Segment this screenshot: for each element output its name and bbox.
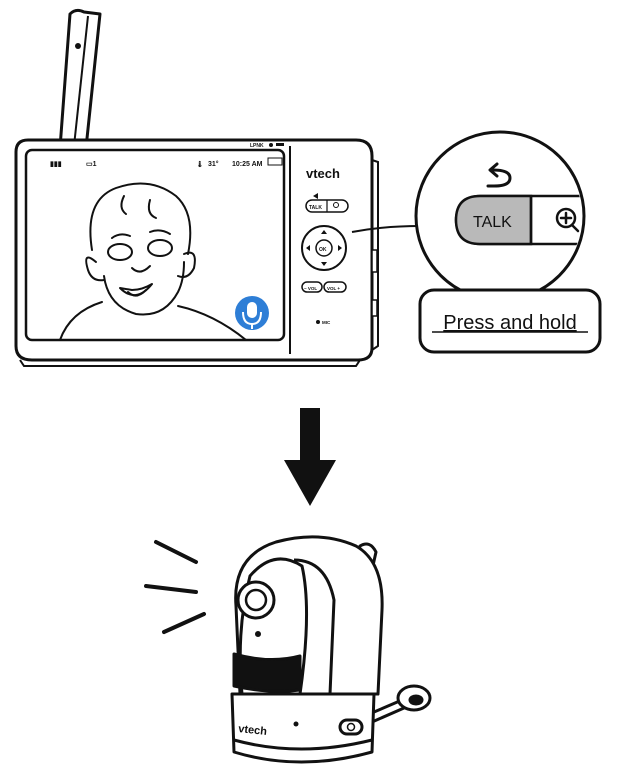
vol-plus-label: VOL + (327, 286, 340, 291)
vol-minus-label: − VOL (304, 286, 317, 291)
instruction-text: Press and hold (443, 312, 576, 334)
d-pad[interactable]: OK (301, 225, 347, 271)
clock-readout: 10:25 AM (232, 161, 263, 168)
monitor-brand-logo: vtech (306, 166, 340, 181)
temperature-readout: 31° (208, 160, 219, 168)
volume-down-button[interactable] (301, 281, 323, 293)
mic-hole (316, 320, 320, 324)
instruction-box (418, 288, 602, 354)
zoom-callout: TALK Press and hold (414, 130, 602, 354)
signal-icon: ▮▮▮ (50, 161, 62, 168)
antenna (58, 8, 102, 150)
ok-label: OK (319, 247, 327, 253)
battery-icon (267, 157, 283, 166)
lpnk-label: LPNK (250, 143, 264, 149)
sound-wave-icon (144, 540, 206, 634)
ok-button[interactable] (315, 239, 333, 257)
callout-line (351, 225, 421, 233)
zoom-in-icon[interactable] (333, 202, 339, 208)
volume-up-button[interactable] (323, 281, 347, 293)
parent-monitor: ▮▮▮ ▭1 🌡 31° 10:25 AM (14, 8, 421, 367)
camera-status-icon: ▭1 (86, 161, 97, 168)
monitor-screen (24, 148, 286, 342)
microphone-icon (235, 296, 269, 330)
baby-camera (230, 535, 432, 764)
down-arrow-icon (284, 408, 336, 506)
talk-button-label: TALK (473, 214, 512, 231)
talk-button[interactable] (454, 194, 533, 246)
back-arrow-icon (313, 193, 318, 199)
thermometer-icon: 🌡 (196, 160, 204, 168)
back-arrow-icon (486, 162, 512, 188)
mic-label: MIC (322, 320, 331, 325)
camera-brand-logo: vtech (238, 723, 268, 738)
talk-button-label-small: TALK (309, 205, 322, 211)
zoom-in-icon[interactable] (555, 207, 580, 233)
baby-image (59, 182, 247, 341)
